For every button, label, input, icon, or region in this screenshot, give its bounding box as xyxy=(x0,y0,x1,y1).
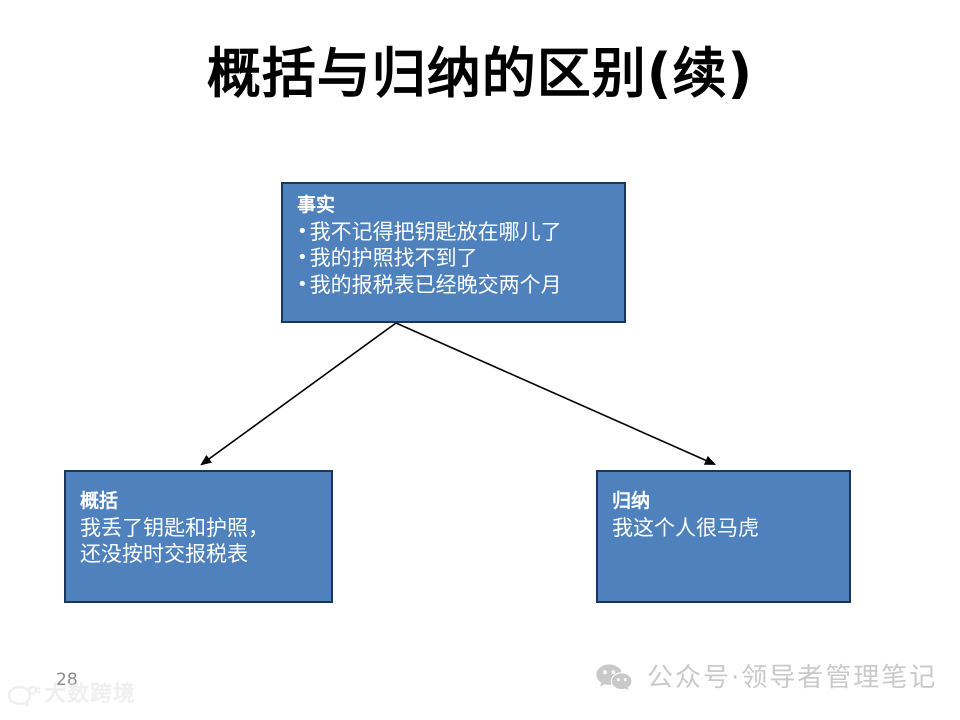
corner-watermark-text: 大数跨境 xyxy=(44,682,137,707)
node-summary-heading: 概括 xyxy=(80,490,119,512)
wechat-footer: 公众号·领导者管理笔记 xyxy=(595,662,937,694)
node-induction-heading: 归纳 xyxy=(612,490,651,512)
wechat-footer-label: 公众号·领导者管理笔记 xyxy=(647,663,938,693)
page-number: 28 xyxy=(56,670,78,690)
wechat-icon xyxy=(596,664,633,693)
node-fact-bullet-1: 我不记得把钥匙放在哪儿了 xyxy=(297,219,610,245)
node-fact-bullet-2: 我的护照找不到了 xyxy=(297,245,610,271)
node-fact-content: 事实 我不记得把钥匙放在哪儿了 我的护照找不到了 我的报税表已经晚交两个月 xyxy=(283,184,624,306)
arrow-fact-to-induction xyxy=(395,322,717,465)
corner-watermark: 大数跨境 xyxy=(6,684,136,706)
node-fact-heading: 事实 xyxy=(297,194,336,216)
node-box-fact[interactable]: 事实 我不记得把钥匙放在哪儿了 我的护照找不到了 我的报税表已经晚交两个月 xyxy=(281,182,626,323)
node-box-induction[interactable]: 归纳 我这个人很马虎 xyxy=(596,470,851,603)
node-summary-content: 概括 我丢了钥匙和护照， 还没按时交报税表 xyxy=(66,472,331,576)
arrow-fact-to-summary xyxy=(200,322,397,466)
node-induction-content: 归纳 我这个人很马虎 xyxy=(598,472,849,549)
page-title: 概括与归纳的区别(续) xyxy=(206,42,754,105)
node-box-summary[interactable]: 概括 我丢了钥匙和护照， 还没按时交报税表 xyxy=(64,470,333,603)
dashukuajing-logo-icon xyxy=(7,685,40,706)
node-fact-bullet-3: 我的报税表已经晚交两个月 xyxy=(297,272,610,298)
node-summary-line-2: 还没按时交报税表 xyxy=(80,542,248,567)
node-summary-line-1: 我丢了钥匙和护照， xyxy=(80,515,269,540)
node-induction-line-1: 我这个人很马虎 xyxy=(612,515,759,540)
